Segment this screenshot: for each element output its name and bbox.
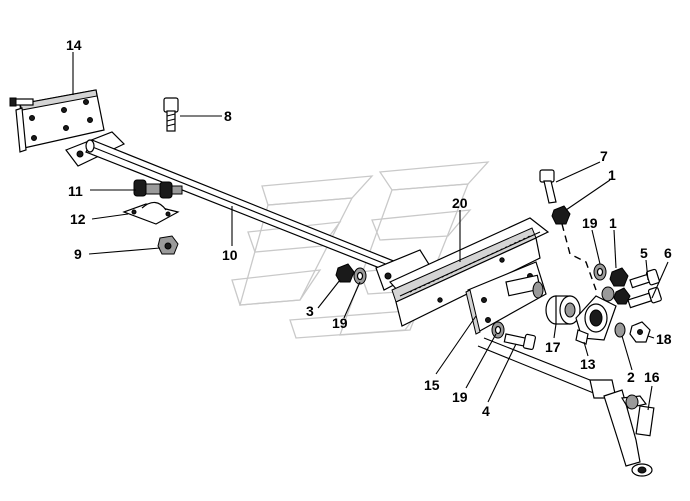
part-8-bolt (163, 97, 179, 132)
leader-19a (343, 281, 361, 319)
leader-1a (565, 179, 611, 211)
part-3-nut (335, 263, 355, 283)
part-19-washer-b (593, 263, 607, 281)
callout-20: 20 (452, 195, 468, 211)
callout-10: 10 (222, 247, 238, 263)
part-1-nut-a (551, 205, 571, 225)
callout-3: 3 (306, 303, 314, 319)
part-13-bearing-housing (575, 295, 617, 345)
callout-17: 17 (545, 339, 561, 355)
callout-1a: 1 (608, 167, 616, 183)
part-19-washer-c (491, 321, 505, 339)
part-10-shaft (65, 131, 431, 291)
leader-7 (555, 161, 601, 183)
part-19-washer-a (353, 267, 367, 285)
part-11-bolt-pair (133, 179, 183, 199)
callout-2: 2 (627, 369, 635, 385)
callout-7: 7 (600, 148, 608, 164)
part-12-clamp (122, 201, 180, 225)
callout-5: 5 (640, 245, 648, 261)
callout-labels: 14 8 11 12 9 10 3 19 20 7 1 19 1 5 6 18 … (66, 37, 672, 419)
callout-19c: 19 (452, 389, 468, 405)
part-5-bolt (629, 268, 660, 289)
leader-19b (591, 229, 601, 265)
part-14-mounting-bracket (9, 89, 105, 153)
leader-5 (645, 259, 649, 281)
leader-18 (647, 335, 655, 339)
leader-3 (317, 279, 341, 309)
part-1-nut-b (601, 267, 631, 305)
part-2-16-lever-arm (477, 337, 655, 477)
part-7-bolt (539, 169, 557, 204)
callout-13: 13 (580, 356, 596, 372)
leader-2 (621, 335, 633, 371)
leader-6 (651, 261, 669, 299)
part-18-washer-nut (614, 321, 651, 343)
leader-17 (553, 323, 557, 339)
callout-19b: 19 (582, 215, 598, 231)
part-6-bolt (627, 286, 662, 309)
callout-1b: 1 (609, 215, 617, 231)
callout-15: 15 (424, 377, 440, 393)
part-4-bolt (503, 333, 537, 351)
leader-4 (487, 343, 517, 403)
leader-1b (613, 229, 617, 269)
leader-13 (583, 341, 589, 357)
leader-12 (91, 213, 129, 220)
assembly-path-dashed (561, 223, 597, 291)
leader-19c (465, 333, 497, 389)
part-9-nut (157, 235, 179, 255)
leader-9 (88, 247, 161, 255)
leader-15 (435, 315, 477, 375)
callout-18: 18 (656, 331, 672, 347)
callout-4: 4 (482, 403, 490, 419)
callout-14: 14 (66, 37, 82, 53)
callout-12: 12 (70, 211, 86, 227)
part-20-frame-rail (389, 217, 550, 327)
callout-8: 8 (224, 108, 232, 124)
callout-16: 16 (644, 369, 660, 385)
callout-11: 11 (68, 183, 83, 199)
callout-9: 9 (74, 246, 82, 262)
callout-19a: 19 (332, 315, 348, 331)
part-17-bushing (545, 295, 581, 325)
callout-6: 6 (664, 245, 672, 261)
leader-lines (72, 52, 669, 411)
leader-16 (647, 385, 653, 411)
